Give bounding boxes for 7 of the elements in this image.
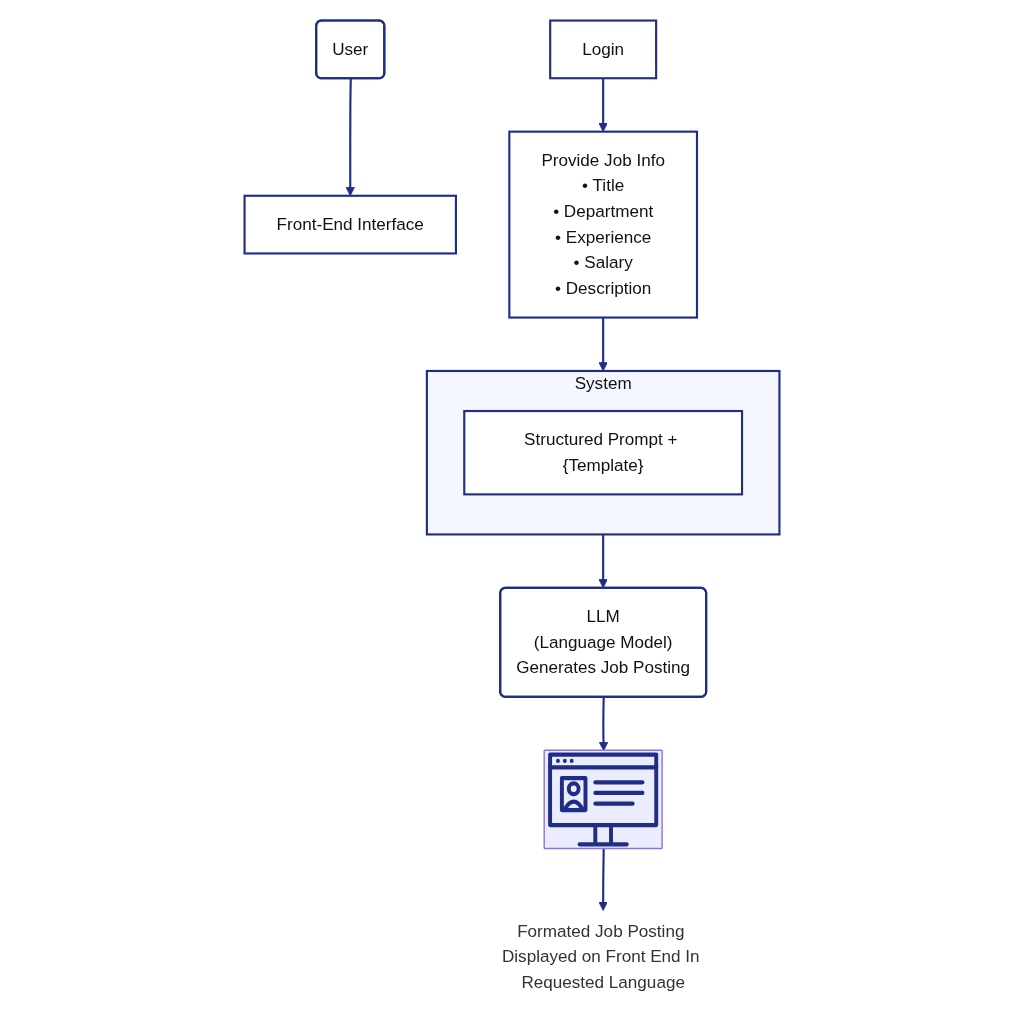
node-box: Login bbox=[549, 19, 658, 80]
node-text: Formated Job Posting Displayed on Front End In Requested Language bbox=[501, 921, 700, 992]
arrow bbox=[598, 697, 609, 752]
node-box: Front-End Interface bbox=[243, 194, 457, 255]
arrow bbox=[598, 849, 608, 911]
node-box: Structured Prompt + {Template} bbox=[463, 409, 744, 496]
node-box: Provide Job Info • Title • Department • Experience • Salary • Description bbox=[508, 130, 699, 319]
